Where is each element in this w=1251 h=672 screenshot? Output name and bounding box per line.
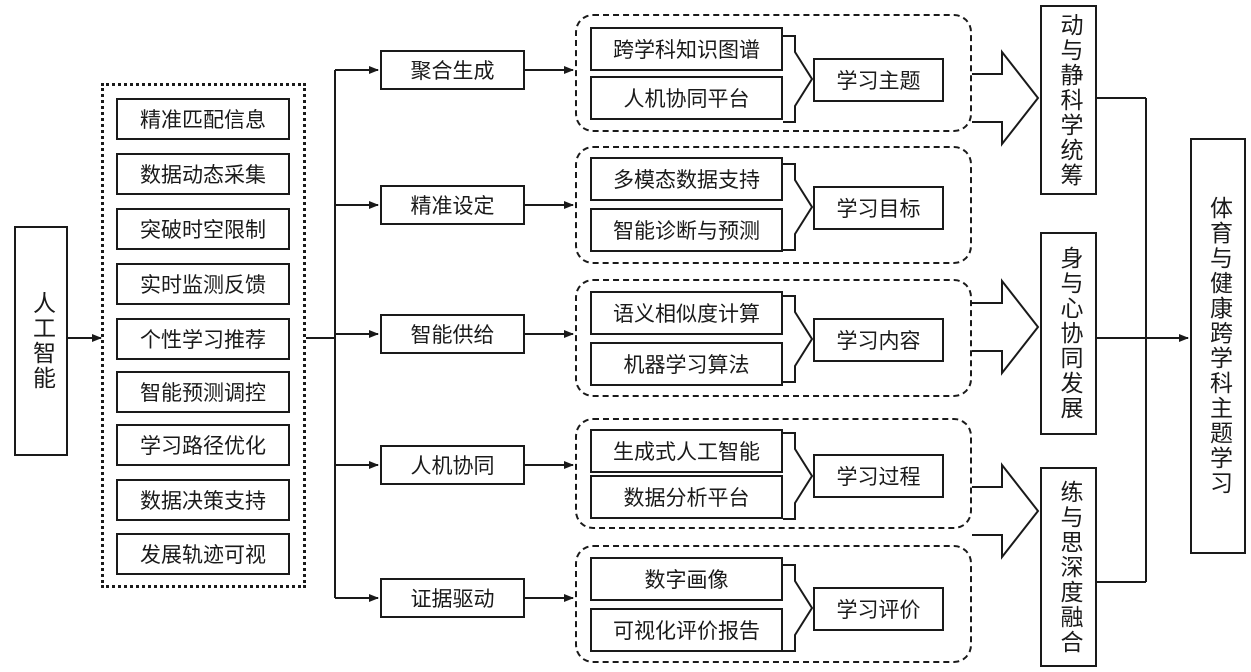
feature-label: 智能预测调控 xyxy=(140,381,266,405)
outcome-box-2: 学习目标 xyxy=(813,186,944,230)
action-label: 人机协同 xyxy=(410,454,495,478)
integration-label: 练与思深度融合 xyxy=(1056,479,1082,655)
action-box-3: 智能供给 xyxy=(380,314,525,354)
feature-item-5: 个性学习推荐 xyxy=(116,318,290,360)
outcome-box-3: 学习内容 xyxy=(813,318,944,362)
merge-arrow-3 xyxy=(783,295,814,383)
tool-box: 生成式人工智能 xyxy=(590,429,783,473)
action-label: 证据驱动 xyxy=(410,587,495,611)
feature-label: 精准匹配信息 xyxy=(140,108,266,132)
hollow-arrow-to-integration-3 xyxy=(972,462,1040,560)
feature-item-2: 数据动态采集 xyxy=(116,153,290,195)
target-label: 体育与健康跨学科主题学习 xyxy=(1205,196,1232,496)
tool-label: 跨学科知识图谱 xyxy=(613,38,760,62)
merge-arrow-5 xyxy=(783,564,814,652)
tool-group-5 xyxy=(575,545,972,663)
tool-group-1 xyxy=(575,14,972,132)
integration-box-3: 练与思深度融合 xyxy=(1040,467,1097,667)
feature-label: 学习路径优化 xyxy=(140,434,266,458)
tool-label: 人机协同平台 xyxy=(623,87,750,111)
merge-arrow-2 xyxy=(783,163,814,251)
tool-label: 机器学习算法 xyxy=(623,353,750,377)
feature-label: 数据动态采集 xyxy=(140,163,266,187)
outcome-label: 学习过程 xyxy=(836,465,921,489)
feature-item-1: 精准匹配信息 xyxy=(116,98,290,140)
feature-label: 实时监测反馈 xyxy=(140,273,266,297)
tool-box: 机器学习算法 xyxy=(590,342,783,386)
feature-item-4: 实时监测反馈 xyxy=(116,263,290,305)
outcome-box-4: 学习过程 xyxy=(813,454,944,498)
feature-item-3: 突破时空限制 xyxy=(116,208,290,250)
outcome-label: 学习内容 xyxy=(836,329,921,353)
integration-box-2: 身与心协同发展 xyxy=(1040,232,1097,435)
tool-label: 数字画像 xyxy=(644,568,729,592)
tool-box: 跨学科知识图谱 xyxy=(590,27,783,71)
action-box-1: 聚合生成 xyxy=(380,50,525,90)
ai-source-label: 人工智能 xyxy=(28,291,55,391)
feature-label: 个性学习推荐 xyxy=(140,328,266,352)
tool-box: 数字画像 xyxy=(590,557,783,601)
action-box-4: 人机协同 xyxy=(380,445,525,485)
tool-group-4 xyxy=(575,418,972,529)
tool-label: 生成式人工智能 xyxy=(613,440,760,464)
hollow-arrow-to-integration-2 xyxy=(972,278,1040,376)
target-box: 体育与健康跨学科主题学习 xyxy=(1190,138,1246,554)
action-label: 聚合生成 xyxy=(410,59,495,83)
feature-list-frame xyxy=(101,83,306,588)
tool-group-2 xyxy=(575,146,972,264)
tool-box: 语义相似度计算 xyxy=(590,291,783,335)
feature-item-9: 发展轨迹可视 xyxy=(116,533,290,575)
action-box-2: 精准设定 xyxy=(380,185,525,225)
action-label: 智能供给 xyxy=(410,323,495,347)
integration-label: 动与静科学统筹 xyxy=(1056,12,1082,188)
tool-label: 数据分析平台 xyxy=(623,486,750,510)
tool-box: 可视化评价报告 xyxy=(590,608,783,652)
tool-box: 人机协同平台 xyxy=(590,76,783,120)
tool-group-3 xyxy=(575,279,972,397)
ai-source-box: 人工智能 xyxy=(14,226,68,456)
outcome-label: 学习主题 xyxy=(836,69,921,93)
feature-item-6: 智能预测调控 xyxy=(116,371,290,413)
tool-label: 语义相似度计算 xyxy=(613,302,760,326)
tool-label: 可视化评价报告 xyxy=(613,619,760,643)
tool-box: 数据分析平台 xyxy=(590,475,783,519)
outcome-box-1: 学习主题 xyxy=(813,58,944,102)
action-box-5: 证据驱动 xyxy=(380,578,525,618)
hollow-arrow-to-integration-1 xyxy=(972,49,1040,147)
outcome-box-5: 学习评价 xyxy=(813,587,944,631)
merge-arrow-1 xyxy=(783,35,814,123)
feature-item-8: 数据决策支持 xyxy=(116,479,290,521)
feature-label: 突破时空限制 xyxy=(140,218,266,242)
tool-box: 多模态数据支持 xyxy=(590,157,783,201)
feature-label: 数据决策支持 xyxy=(140,489,266,513)
outcome-label: 学习评价 xyxy=(836,598,921,622)
merge-arrow-4 xyxy=(783,432,814,520)
integration-label: 身与心协同发展 xyxy=(1056,246,1082,421)
tool-label: 多模态数据支持 xyxy=(613,168,760,192)
tool-label: 智能诊断与预测 xyxy=(613,219,760,243)
action-label: 精准设定 xyxy=(410,194,495,218)
feature-label: 发展轨迹可视 xyxy=(140,543,266,567)
feature-item-7: 学习路径优化 xyxy=(116,424,290,466)
outcome-label: 学习目标 xyxy=(836,197,921,221)
integration-box-1: 动与静科学统筹 xyxy=(1040,5,1097,195)
tool-box: 智能诊断与预测 xyxy=(590,208,783,252)
